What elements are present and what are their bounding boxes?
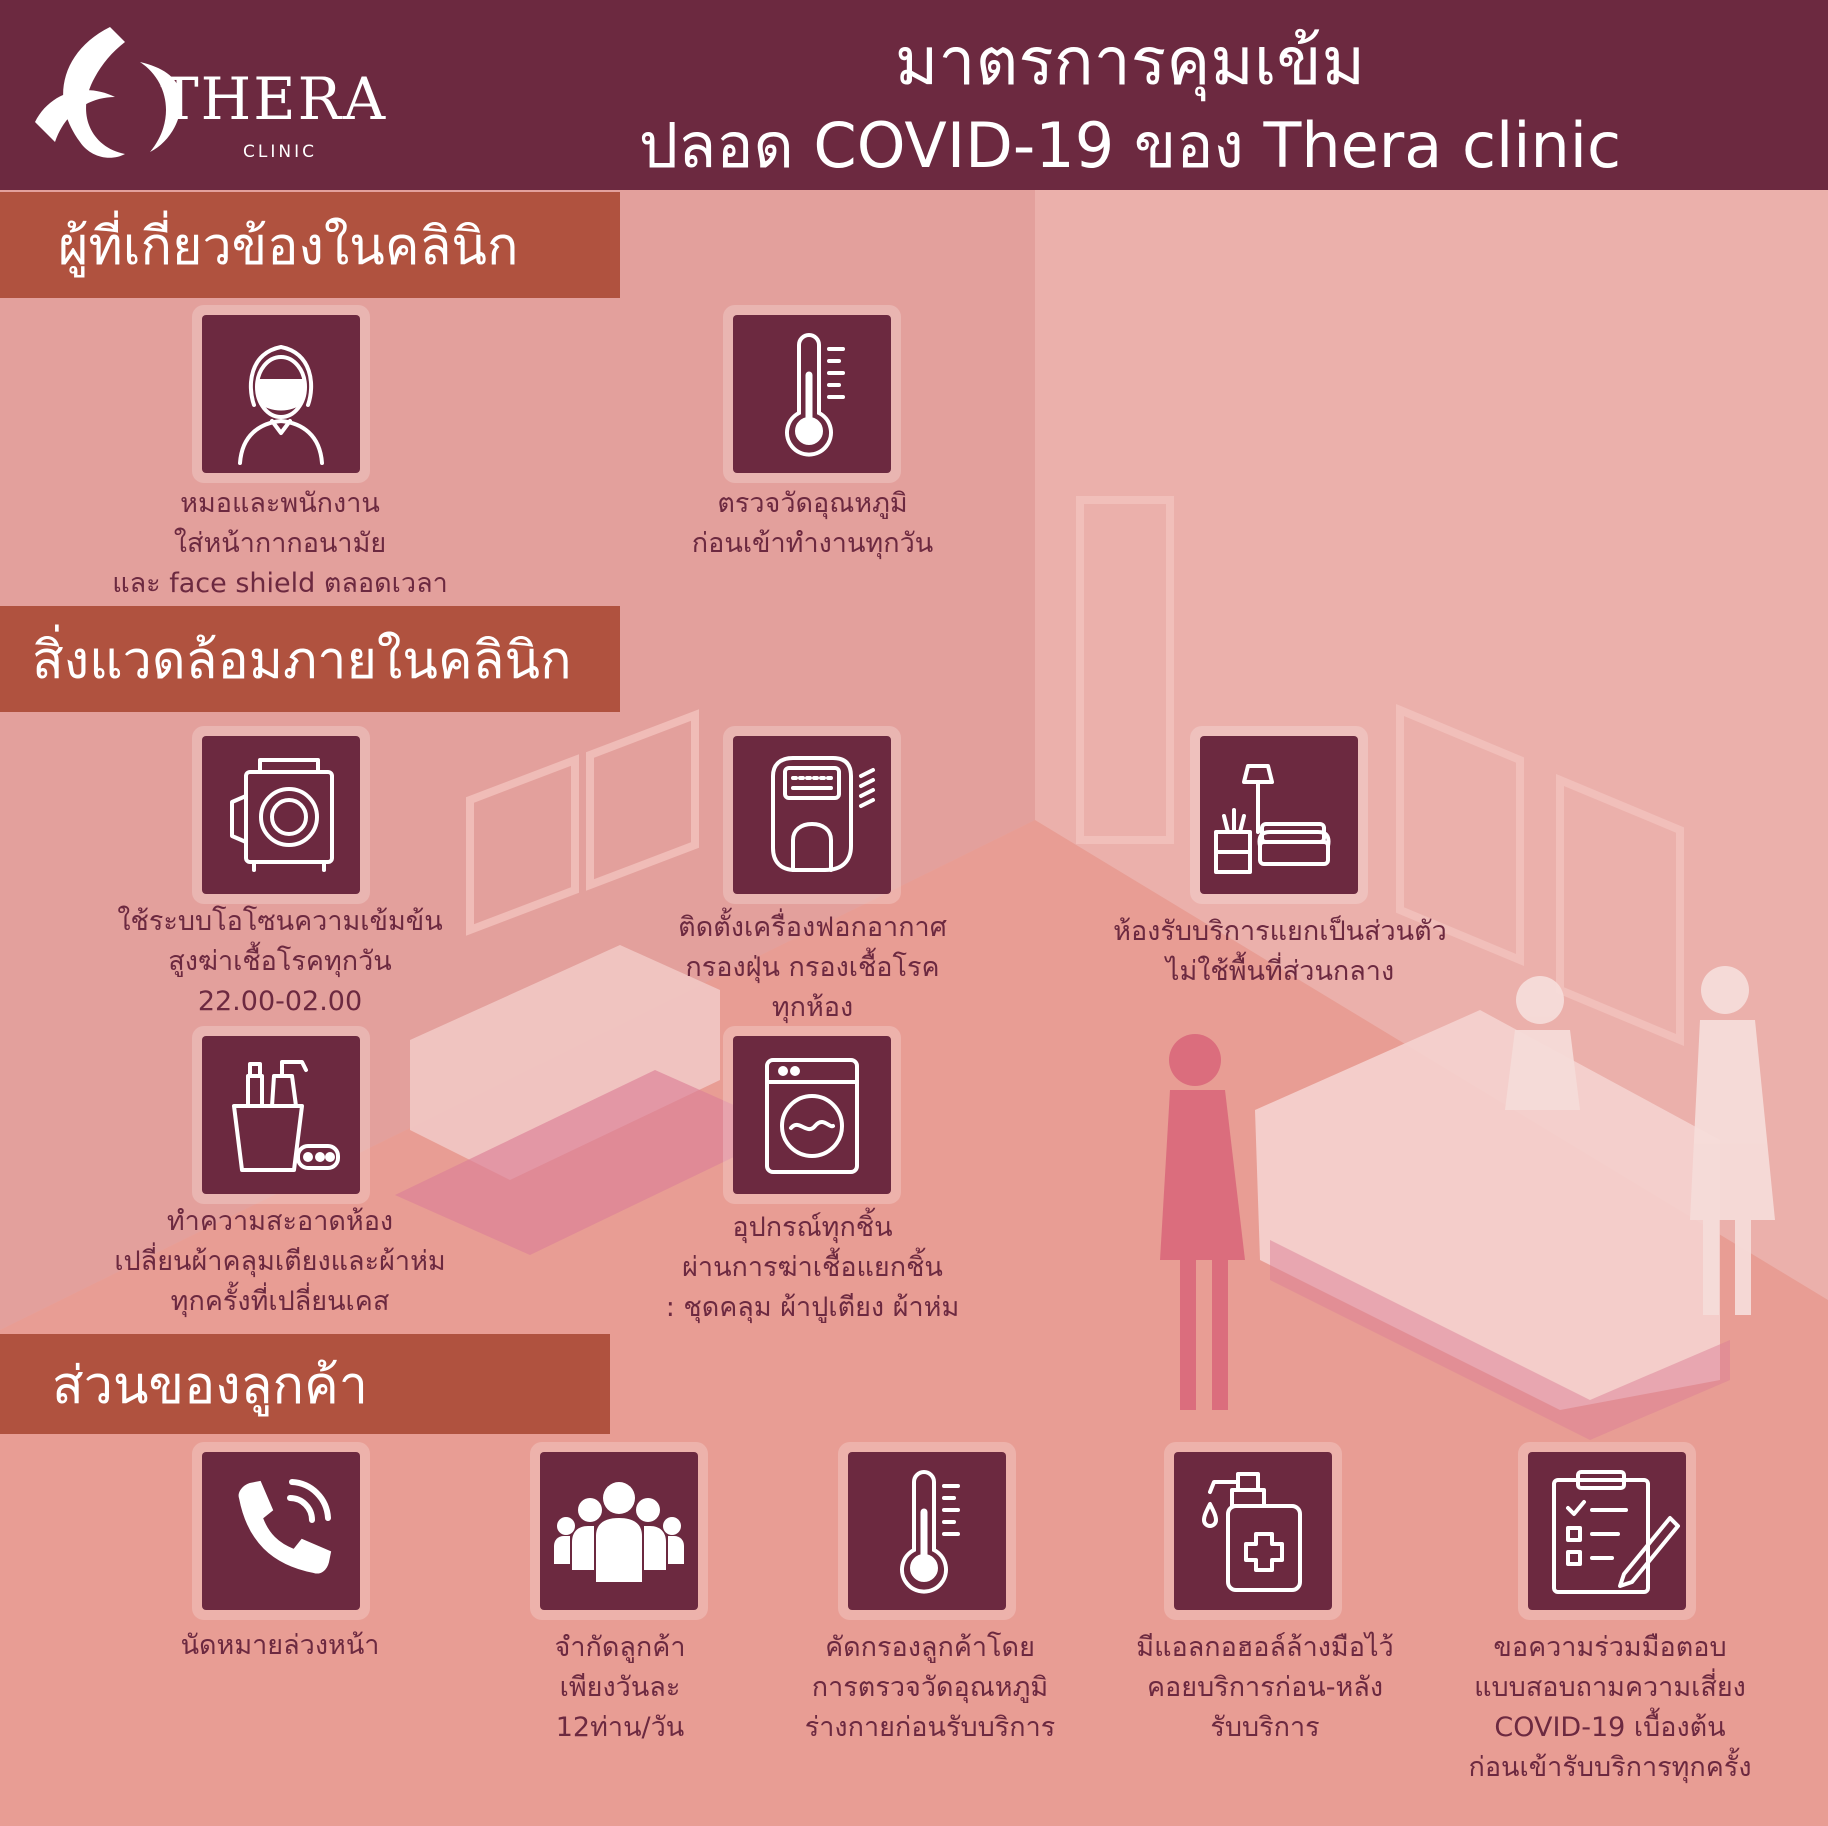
caption-air-purifier: ติดตั้งเครื่องฟอกอากาศ กรองฝุ่น กรองเชื้… (678, 912, 947, 1023)
logo-subtitle: CLINIC (243, 142, 317, 162)
masked-person-icon (202, 315, 360, 473)
air-purifier-icon (733, 736, 891, 894)
page-title: มาตรการคุมเข้ม (894, 23, 1366, 100)
caption-questionnaire: ขอความร่วมมือตอบ แบบสอบถามความเสี่ยง COV… (1468, 1632, 1752, 1783)
questionnaire-clipboard-icon (1528, 1452, 1686, 1610)
caption-customer-limit: จำกัดลูกค้า เพียงวันละ 12ท่าน/วัน (554, 1632, 686, 1743)
thera-logo-icon (35, 27, 181, 158)
section-heading-staff: ผู้ที่เกี่ยวข้องในคลินิก (0, 192, 620, 298)
group-people-icon (540, 1452, 698, 1610)
caption-private-room: ห้องรับบริการแยกเป็นส่วนตัว ไม่ใช้พื้นที… (1113, 916, 1447, 987)
washing-machine-icon (733, 1036, 891, 1194)
section-heading-environment: สิ่งแวดล้อมภายในคลินิก (0, 606, 620, 712)
header-banner: THERA CLINIC มาตรการคุมเข้ม ปลอด COVID-1… (0, 0, 1828, 190)
phone-icon (202, 1452, 360, 1610)
caption-customer-screening: คัดกรองลูกค้าโดย การตรวจวัดอุณหภูมิ ร่าง… (804, 1632, 1056, 1743)
private-room-icon (1200, 736, 1358, 894)
cleaning-supplies-icon (202, 1036, 360, 1194)
logo-name: THERA (160, 65, 388, 133)
caption-hand-sanitizer: มีแอลกอฮอล์ล้างมือไว้ คอยบริการก่อน-หลัง… (1136, 1632, 1394, 1743)
thermometer-icon (848, 1452, 1006, 1610)
section-heading-customer: ส่วนของลูกค้า (0, 1334, 610, 1434)
caption-appointment: นัดหมายล่วงหน้า (180, 1630, 380, 1661)
caption-staff-temperature: ตรวจวัดอุณหภูมิ ก่อนเข้าทำงานทุกวัน (691, 488, 934, 559)
caption-equipment-sterilization: อุปกรณ์ทุกชิ้น ผ่านการฆ่าเชื้อแยกชิ้น : … (665, 1212, 960, 1323)
page-subtitle: ปลอด COVID-19 ของ Thera clinic (638, 109, 1622, 182)
thermometer-icon (733, 315, 891, 473)
caption-cleaning: ทำความสะอาดห้อง เปลี่ยนผ้าคลุมเตียงและผ้… (114, 1206, 446, 1317)
caption-masks: หมอและพนักงาน ใส่หน้ากากอนามัย และ face … (112, 488, 448, 599)
caption-ozone: ใช้ระบบโอโซนความเข้มข้น สูงฆ่าเชื้อโรคทุ… (117, 906, 443, 1017)
sanitizer-bottle-icon (1174, 1452, 1332, 1610)
ozone-machine-icon (202, 736, 360, 894)
